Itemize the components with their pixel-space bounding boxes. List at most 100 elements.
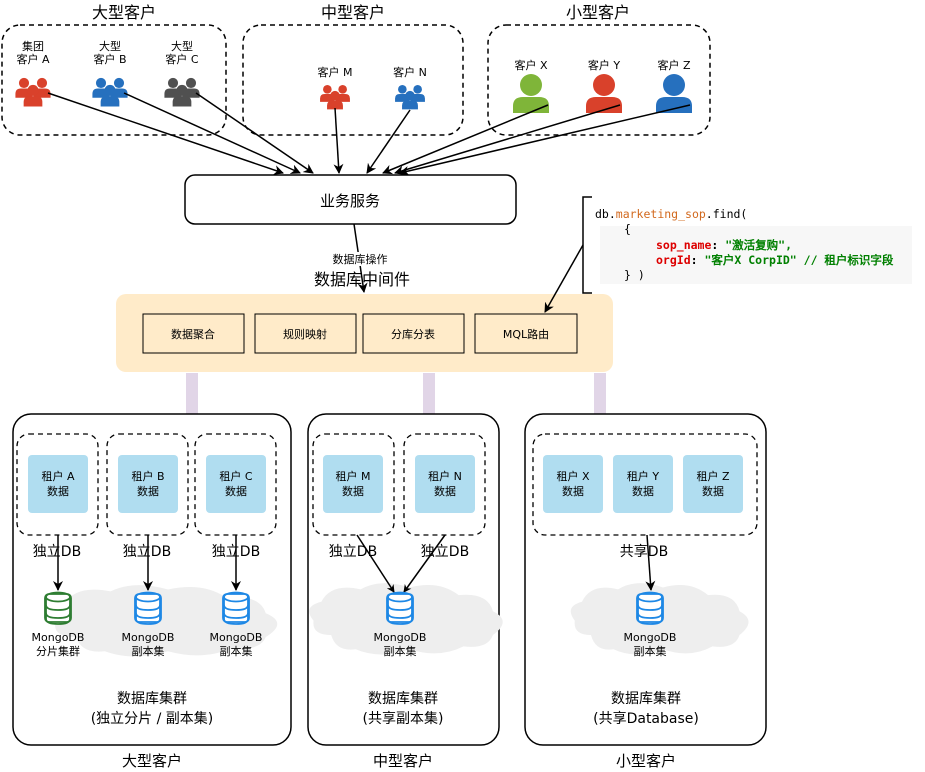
svg-text:MongoDB: MongoDB (32, 631, 85, 644)
client-b-icon (92, 78, 127, 107)
code-to-mql-arrow (544, 244, 584, 313)
client-m-icon (320, 85, 350, 109)
svg-text:数据: 数据 (702, 484, 724, 498)
code-line-3: sop_name: "激活复购", (656, 238, 792, 253)
large-cluster-subtitle: (独立分片 / 副本集) (91, 710, 214, 727)
svg-text:租户 B: 租户 B (131, 469, 164, 483)
svg-text:数据: 数据 (434, 484, 456, 498)
group-title-medium: 中型客户 (321, 3, 385, 22)
svg-text:租户 Z: 租户 Z (696, 469, 729, 483)
tenant-c-data (206, 455, 266, 513)
tenant-m-data (323, 455, 383, 513)
client-a-label-1: 集团 (22, 39, 44, 53)
db-label-shared: 共享DB (620, 543, 668, 560)
code-line-1: db.marketing_sop.find( (595, 207, 747, 221)
tenant-y-data (613, 455, 673, 513)
middleware-title: 数据库中间件 (314, 270, 410, 289)
svg-text:副本集: 副本集 (384, 644, 417, 658)
module-label-mapping: 规则映射 (283, 327, 327, 341)
medium-bottom-label: 中型客户 (373, 752, 433, 770)
module-label-mql: MQL路由 (503, 327, 549, 341)
client-b-label-2: 客户 B (93, 52, 126, 66)
client-m-label: 客户 M (318, 65, 353, 79)
client-z-label: 客户 Z (657, 58, 690, 72)
business-service: 业务服务 (184, 174, 517, 225)
tenant-x-data (543, 455, 603, 513)
mongodb-shard-icon (44, 591, 72, 625)
module-label-aggregation: 数据聚合 (171, 327, 215, 341)
small-client-box (487, 24, 711, 136)
svg-text:数据: 数据 (137, 484, 159, 498)
small-bottom-label: 小型客户 (616, 752, 676, 770)
small-cluster-subtitle: (共享Database) (593, 710, 699, 727)
mongodb-replica-b-icon (134, 591, 162, 625)
svg-text:分片集群: 分片集群 (36, 644, 80, 658)
mongodb-replica-c-icon (222, 591, 250, 625)
svg-text:数据: 数据 (225, 484, 247, 498)
client-y-icon (586, 74, 622, 113)
db-label-n: 独立DB (421, 544, 469, 560)
client-y-label: 客户 Y (588, 58, 620, 72)
module-label-sharding: 分库分表 (391, 327, 435, 341)
small-cluster-title: 数据库集群 (611, 690, 681, 707)
tenant-z-data (683, 455, 743, 513)
svg-text:数据: 数据 (47, 484, 69, 498)
svg-text:租户 X: 租户 X (556, 469, 589, 483)
group-title-small: 小型客户 (566, 3, 630, 22)
code-snippet: db.marketing_sop.find( { sop_name: "激活复购… (544, 196, 912, 313)
small-client-group: 小型客户 客户 X 客户 Y 客户 Z (487, 3, 711, 136)
svg-text:租户 M: 租户 M (336, 469, 371, 483)
db-label-m: 独立DB (329, 544, 377, 560)
tenant-n-data (415, 455, 475, 513)
svg-text:租户 A: 租户 A (41, 469, 74, 483)
medium-client-group: 中型客户 客户 M 客户 N (242, 3, 464, 136)
svg-text:副本集: 副本集 (220, 644, 253, 658)
client-c-label-1: 大型 (171, 39, 193, 53)
code-line-2: { (624, 222, 631, 236)
medium-cluster-title: 数据库集群 (368, 690, 438, 707)
client-a-icon (15, 78, 50, 107)
svg-text:数据: 数据 (562, 484, 584, 498)
code-line-4: orgId: "客户X CorpID" // 租户标识字段 (656, 253, 894, 267)
medium-client-box (242, 24, 464, 136)
module-rule-mapping (254, 313, 357, 354)
svg-text:MongoDB: MongoDB (210, 631, 263, 644)
large-cluster-title: 数据库集群 (117, 690, 187, 707)
client-a-label-2: 客户 A (16, 52, 49, 66)
client-c-icon (164, 78, 199, 107)
client-arrows (47, 92, 691, 176)
svg-text:副本集: 副本集 (634, 644, 667, 658)
large-cluster-panel: 租户 A 数据 租户 B 数据 租户 C 数据 独立DB 独立DB 独立DB M… (12, 413, 292, 770)
client-b-label-1: 大型 (99, 39, 121, 53)
svg-text:租户 Y: 租户 Y (627, 469, 659, 483)
large-bottom-label: 大型客户 (122, 752, 182, 770)
svg-text:MongoDB: MongoDB (374, 631, 427, 644)
database-operation-label: 数据库操作 (333, 252, 388, 266)
svg-text:副本集: 副本集 (132, 644, 165, 658)
client-x-label: 客户 X (514, 58, 547, 72)
client-z-icon (656, 74, 692, 113)
code-line-5: } ) (624, 268, 645, 282)
medium-cluster-subtitle: (共享副本集) (363, 710, 444, 727)
module-mql-routing (474, 313, 578, 354)
svg-text:租户 N: 租户 N (428, 469, 462, 483)
svg-text:MongoDB: MongoDB (122, 631, 175, 644)
db-label-b: 独立DB (123, 544, 171, 560)
large-client-box (1, 24, 227, 136)
client-c-label-2: 客户 C (165, 52, 198, 66)
mongodb-replica-small-icon (636, 591, 664, 625)
module-data-aggregation (142, 313, 245, 354)
mongodb-replica-mid-icon (386, 591, 414, 625)
svg-text:数据: 数据 (342, 484, 364, 498)
client-n-icon (395, 85, 425, 109)
client-n-label: 客户 N (393, 65, 427, 79)
medium-cluster-panel: 租户 M 数据 租户 N 数据 独立DB 独立DB MongoDB 副本集 数据… (307, 413, 503, 770)
database-middleware: 数据聚合 规则映射 分库分表 MQL路由 (116, 294, 613, 372)
business-service-label: 业务服务 (320, 192, 380, 210)
small-cluster-panel: 租户 X 数据 租户 Y 数据 租户 Z 数据 共享DB MongoDB 副本集… (524, 413, 767, 770)
svg-text:租户 C: 租户 C (219, 469, 252, 483)
tenant-a-data (28, 455, 88, 513)
group-title-large: 大型客户 (92, 3, 156, 22)
